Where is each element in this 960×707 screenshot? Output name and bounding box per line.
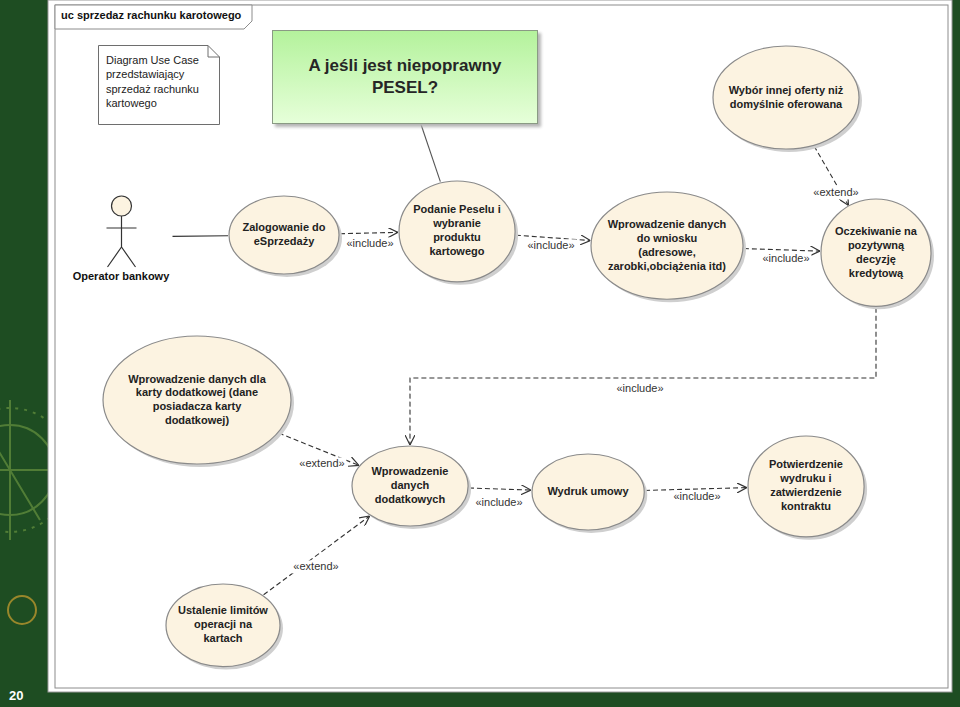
callout-box: A jeśli jest niepoprawny PESEL?	[272, 30, 538, 124]
ellipse-body	[713, 46, 859, 149]
node-text: Diagram Use Case przedstawiający sprzeda…	[106, 53, 206, 110]
note-outline	[99, 46, 220, 125]
stereotype-label: «include»	[614, 382, 665, 395]
extend-arrow	[264, 516, 370, 595]
stick-figure	[106, 196, 136, 267]
actor-outline	[70, 192, 173, 282]
stereotype-label: «include»	[760, 252, 811, 265]
node-text: Zalogowanie do eSprzedaży	[240, 221, 327, 249]
note-box: Diagram Use Case przedstawiający sprzeda…	[98, 45, 220, 125]
stereotype-label: «include»	[525, 239, 576, 252]
diagram-title: uc sprzedaz rachunku karotowego	[61, 9, 241, 21]
use-case: Wprowadzenie danych do wniosku (adresowe…	[590, 191, 744, 300]
actor: Operator bankowy	[70, 192, 173, 282]
use-case: Wprowadzenie danych dla karty dodatkowej…	[102, 335, 292, 465]
node-text: Potwierdzenie wydruku i zatwierdzenie ko…	[760, 458, 852, 513]
node-text: A jeśli jest niepoprawny PESEL?	[273, 55, 537, 99]
stereotype-label: «extend»	[297, 457, 346, 470]
node-text: Operator bankowy	[73, 270, 170, 282]
stereotype-label: «extend»	[811, 186, 860, 199]
node-text: Ustalenie limitów operacji na kartach	[178, 604, 268, 645]
ellipse-body	[748, 436, 864, 537]
callout-line	[421, 124, 440, 182]
stereotype-label: «extend»	[291, 560, 340, 573]
ellipse-body	[532, 454, 644, 530]
use-case: Wydruk umowy	[531, 453, 645, 531]
include-arrow	[744, 249, 820, 252]
ellipse-body	[821, 199, 931, 306]
association-line	[173, 235, 229, 237]
use-case: Ustalenie limitów operacji na kartach	[165, 583, 281, 668]
use-case: Oczekiwanie na pozytywną decyzję kredyto…	[820, 198, 932, 307]
node-text: Wybór innej oferty niż domyślnie oferowa…	[728, 84, 843, 112]
include-arrow	[469, 488, 531, 490]
use-case: Potwierdzenie wydruku i zatwierdzenie ko…	[747, 435, 865, 538]
node-text: Wprowadzenie danych dla karty dodatkowej…	[123, 373, 271, 428]
note-fold	[208, 46, 220, 58]
use-case: Zalogowanie do eSprzedaży	[228, 195, 340, 275]
node-text: Wprowadzenie danych do wniosku (adresowe…	[607, 218, 727, 273]
node-text: Wydruk umowy	[543, 485, 632, 499]
ellipse-body	[399, 181, 515, 282]
frame-tab	[55, 5, 252, 29]
node-text: Oczekiwanie na pozytywną decyzję kredyto…	[832, 225, 919, 280]
node-text: Podanie Peselu i wybranie produktu karto…	[411, 203, 503, 258]
use-case: Podanie Peselu i wybranie produktu karto…	[398, 180, 516, 283]
node-text: Wprowadzenie danych dodatkowych	[364, 465, 456, 506]
use-case: Wybór innej oferty niż domyślnie oferowa…	[712, 45, 860, 150]
stereotype-label: «include»	[671, 490, 722, 503]
stereotype-label: «include»	[473, 496, 524, 509]
include-arrow	[340, 232, 398, 233]
ellipse-body	[352, 446, 468, 526]
use-case: Wprowadzenie danych dodatkowych	[351, 445, 469, 527]
diagram-frame	[55, 5, 948, 688]
ellipse-body	[103, 336, 291, 464]
ellipse-body	[166, 584, 280, 667]
include-arrow	[410, 308, 876, 445]
ellipse-body	[591, 192, 743, 299]
white-panel	[48, 0, 952, 692]
ellipse-body	[229, 196, 339, 274]
page-number: 20	[9, 688, 23, 703]
stereotype-label: «include»	[344, 237, 395, 250]
